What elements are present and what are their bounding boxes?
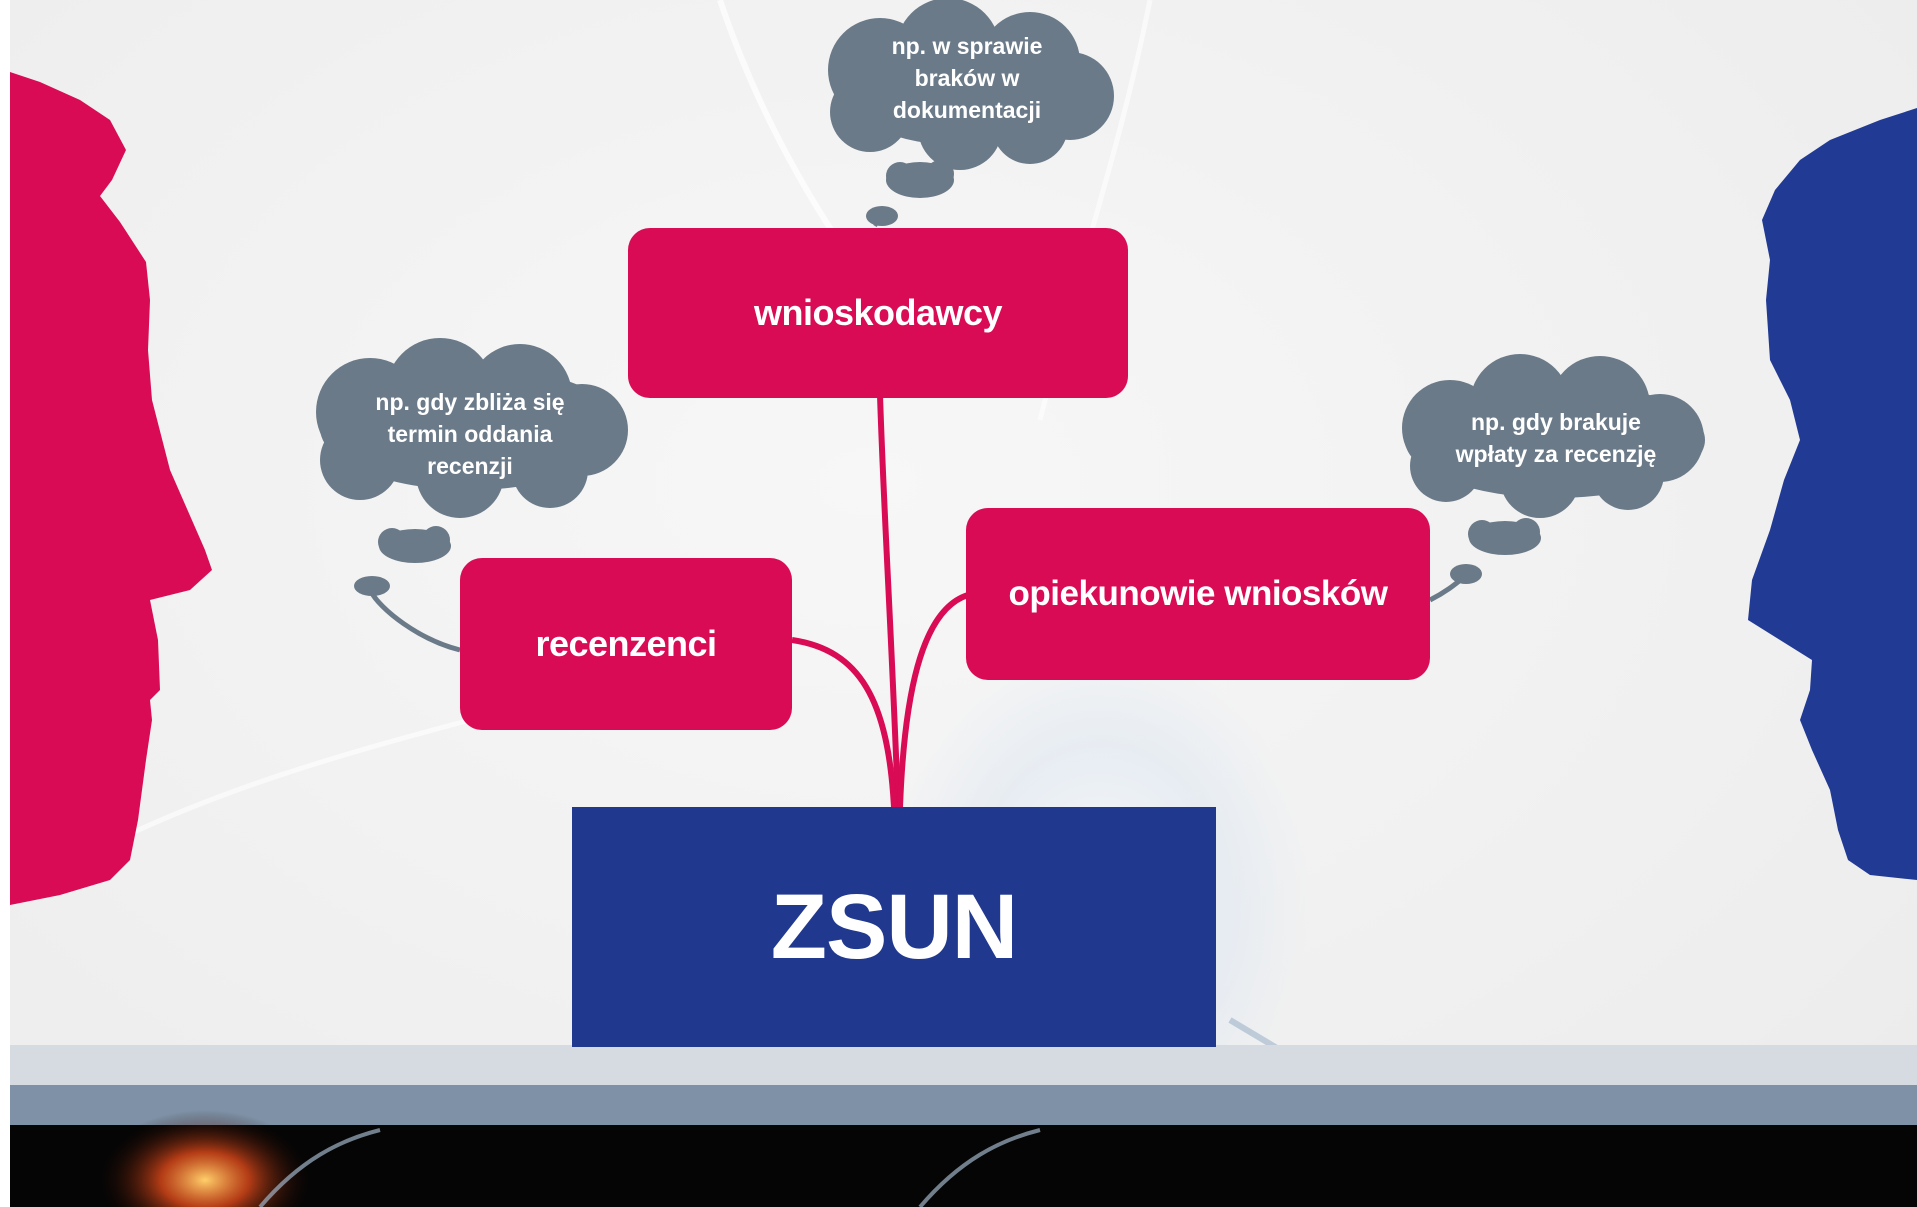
node-zsun: ZSUN [572, 807, 1216, 1047]
node-label: wnioskodawcy [753, 292, 1003, 333]
thought-text-recenzenci: np. gdy zbliża się termin oddania recenz… [340, 386, 600, 482]
footer-band-mid [10, 1085, 1917, 1125]
thought-line: termin oddania [387, 421, 553, 447]
node-label: opiekunowie wniosków [1008, 574, 1388, 613]
thought-line: wpłaty za recenzję [1455, 441, 1657, 467]
thought-line: np. gdy zbliża się [375, 389, 565, 415]
thought-line: np. gdy brakuje [1471, 409, 1641, 435]
node-wnioskodawcy: wnioskodawcy [628, 228, 1128, 398]
center-label: ZSUN [770, 875, 1018, 978]
thought-line: recenzji [427, 453, 513, 479]
node-recenzenci: recenzenci [460, 558, 792, 730]
thought-line: dokumentacji [892, 97, 1042, 123]
node-opiekunowie: opiekunowie wniosków [966, 508, 1430, 680]
thought-text-opiekunowie: np. gdy brakuje wpłaty za recenzję [1420, 406, 1692, 470]
thought-line: braków w [914, 65, 1020, 91]
thought-line: np. w sprawie [891, 33, 1043, 59]
thought-text-wnioskodawcy: np. w sprawie braków w dokumentacji [858, 30, 1076, 126]
footer-band-light [10, 1045, 1917, 1085]
node-label: recenzenci [535, 623, 717, 664]
